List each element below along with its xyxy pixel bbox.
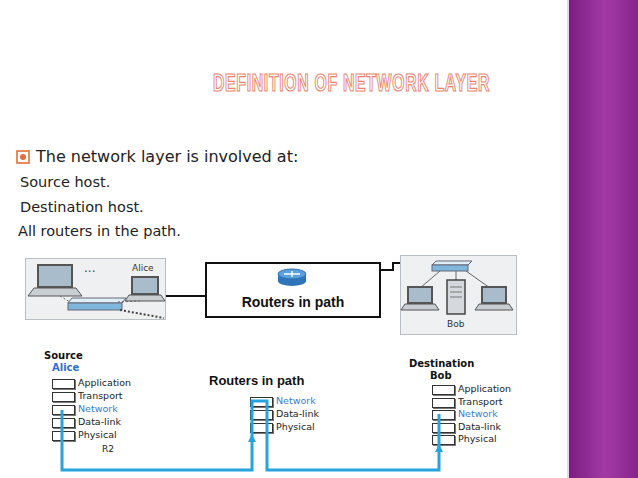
layer-label: Application: [78, 378, 131, 389]
node-title: Alice: [132, 263, 154, 273]
layer-label: Data-link: [458, 422, 501, 433]
protocol-layer: Application: [52, 378, 147, 390]
layer-label: Physical: [276, 422, 315, 433]
layer-label: Application: [458, 384, 511, 395]
router-box: Routers in path: [205, 262, 381, 318]
protocol-stack: Routers in pathNetworkData-linkPhysical: [205, 374, 345, 436]
layer-label: Network: [78, 404, 118, 415]
layer-label: Data-link: [276, 409, 319, 420]
layer-label: Data-link: [78, 417, 121, 428]
node-title: Destination: [409, 358, 474, 370]
network-cable: [381, 263, 400, 270]
layer-label: Physical: [78, 430, 117, 441]
network-panel: Alice: [25, 258, 166, 320]
protocol-layer: Transport: [432, 397, 522, 409]
stack-path: [62, 401, 439, 448]
network-panel: Bob: [400, 255, 517, 335]
protocol-layer: Transport: [52, 391, 147, 403]
node-subtitle: Alice: [52, 362, 79, 374]
protocol-layer: Data-link: [432, 422, 522, 434]
list-item: Source host.: [20, 174, 110, 191]
protocol-stack: SourceAliceApplicationTransportNetworkDa…: [40, 350, 150, 448]
router-name: R2: [102, 444, 114, 454]
slide-title: DEFINITION OF NETWORK LAYER: [213, 70, 490, 96]
bullet-symbol: [17, 151, 29, 163]
data-path: [267, 436, 439, 470]
node-title: Routers in path: [207, 294, 379, 310]
layer-label: Network: [458, 409, 498, 420]
protocol-layer: Application: [432, 384, 522, 396]
node-title: Routers in path: [209, 374, 304, 389]
list-item: All routers in the path.: [18, 223, 181, 240]
bullet-text: The network layer is involved at:: [36, 148, 298, 166]
ellipsis-mark: ...: [84, 262, 95, 276]
layer-label: Transport: [458, 397, 503, 408]
protocol-stack: DestinationBobApplicationTransportNetwor…: [405, 358, 525, 446]
node-title: Source: [44, 350, 83, 362]
layer-label: Transport: [78, 391, 123, 402]
layer-label: Physical: [458, 434, 497, 445]
protocol-layer: Data-link: [52, 417, 147, 429]
node-title: Bob: [447, 319, 464, 329]
protocol-layer: Physical: [250, 422, 340, 434]
protocol-layer: Network: [432, 409, 522, 421]
layer-label: Network: [276, 396, 316, 407]
data-path: [62, 436, 252, 470]
protocol-layer: Network: [250, 396, 340, 408]
side-band: [567, 0, 638, 478]
list-item: Destination host.: [20, 199, 144, 216]
node-subtitle: Bob: [430, 370, 452, 382]
protocol-layer: Physical: [52, 430, 147, 442]
protocol-layer: Data-link: [250, 409, 340, 421]
protocol-layer: Physical: [432, 434, 522, 446]
network-cable: [166, 295, 205, 297]
protocol-layer: Network: [52, 404, 147, 416]
